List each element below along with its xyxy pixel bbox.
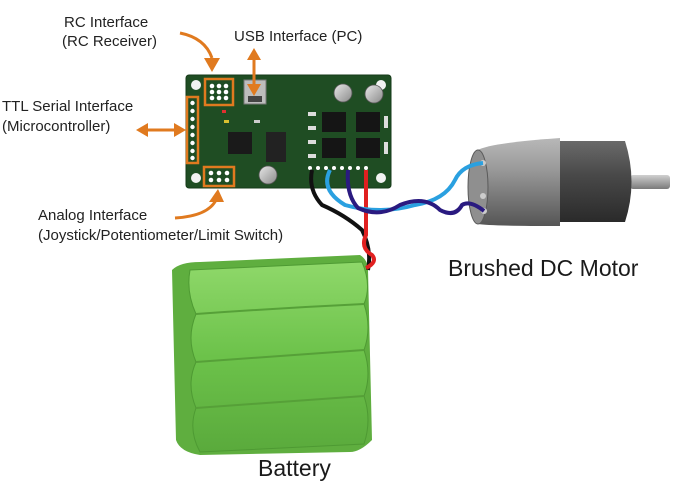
gearbox: [555, 141, 632, 222]
wire-light-blue: [325, 161, 484, 212]
battery-pack: [172, 255, 372, 455]
analog-arrow: [174, 199, 218, 220]
usb-interface-label: USB Interface (PC): [234, 28, 363, 45]
rc-interface-label: RC Interface: [64, 14, 149, 31]
ttl-serial-header: [185, 95, 200, 165]
mounting-hole: [376, 173, 386, 183]
mosfet: [322, 112, 346, 132]
capacitor: [258, 165, 278, 185]
wire-red: [362, 170, 376, 270]
mosfet: [322, 138, 346, 158]
ttl-arrow-head-left: [136, 123, 148, 137]
wire-dark-blue: [345, 169, 486, 216]
capacitor: [364, 84, 384, 104]
mosfet: [356, 112, 380, 132]
microcontroller-chip: [228, 132, 252, 154]
battery-label: Battery: [258, 455, 331, 481]
usb-arrow-head-down: [247, 84, 261, 96]
analog-interface-label: Analog Interface: [38, 207, 148, 224]
rc-arrow-head: [204, 58, 220, 72]
rc-interface-sublabel: (RC Receiver): [62, 33, 158, 50]
mounting-hole: [191, 173, 201, 183]
driver-chip: [266, 132, 286, 162]
wires: [309, 161, 486, 271]
analog-arrow-head: [209, 189, 224, 202]
callout-arrows: [136, 31, 261, 220]
mounting-hole: [191, 80, 201, 90]
ttl-arrow-head-right: [174, 123, 186, 137]
mosfet: [356, 138, 380, 158]
usb-arrow-head-up: [247, 48, 261, 60]
analog-header: [202, 165, 236, 188]
ttl-interface-label: TTL Serial Interface: [2, 98, 134, 115]
ttl-interface-sublabel: (Microcontroller): [2, 118, 111, 135]
motor-can: [478, 138, 560, 226]
rc-header: [203, 77, 235, 107]
rc-arrow: [179, 31, 214, 59]
analog-interface-sublabel: (Joystick/Potentiometer/Limit Switch): [38, 227, 284, 244]
motor-controller-board: [185, 74, 392, 189]
terminal-pads: [308, 166, 368, 170]
capacitor: [333, 83, 353, 103]
brushed-dc-motor: [467, 138, 670, 226]
motor-label: Brushed DC Motor: [448, 255, 639, 281]
motor-shaft: [630, 175, 670, 189]
